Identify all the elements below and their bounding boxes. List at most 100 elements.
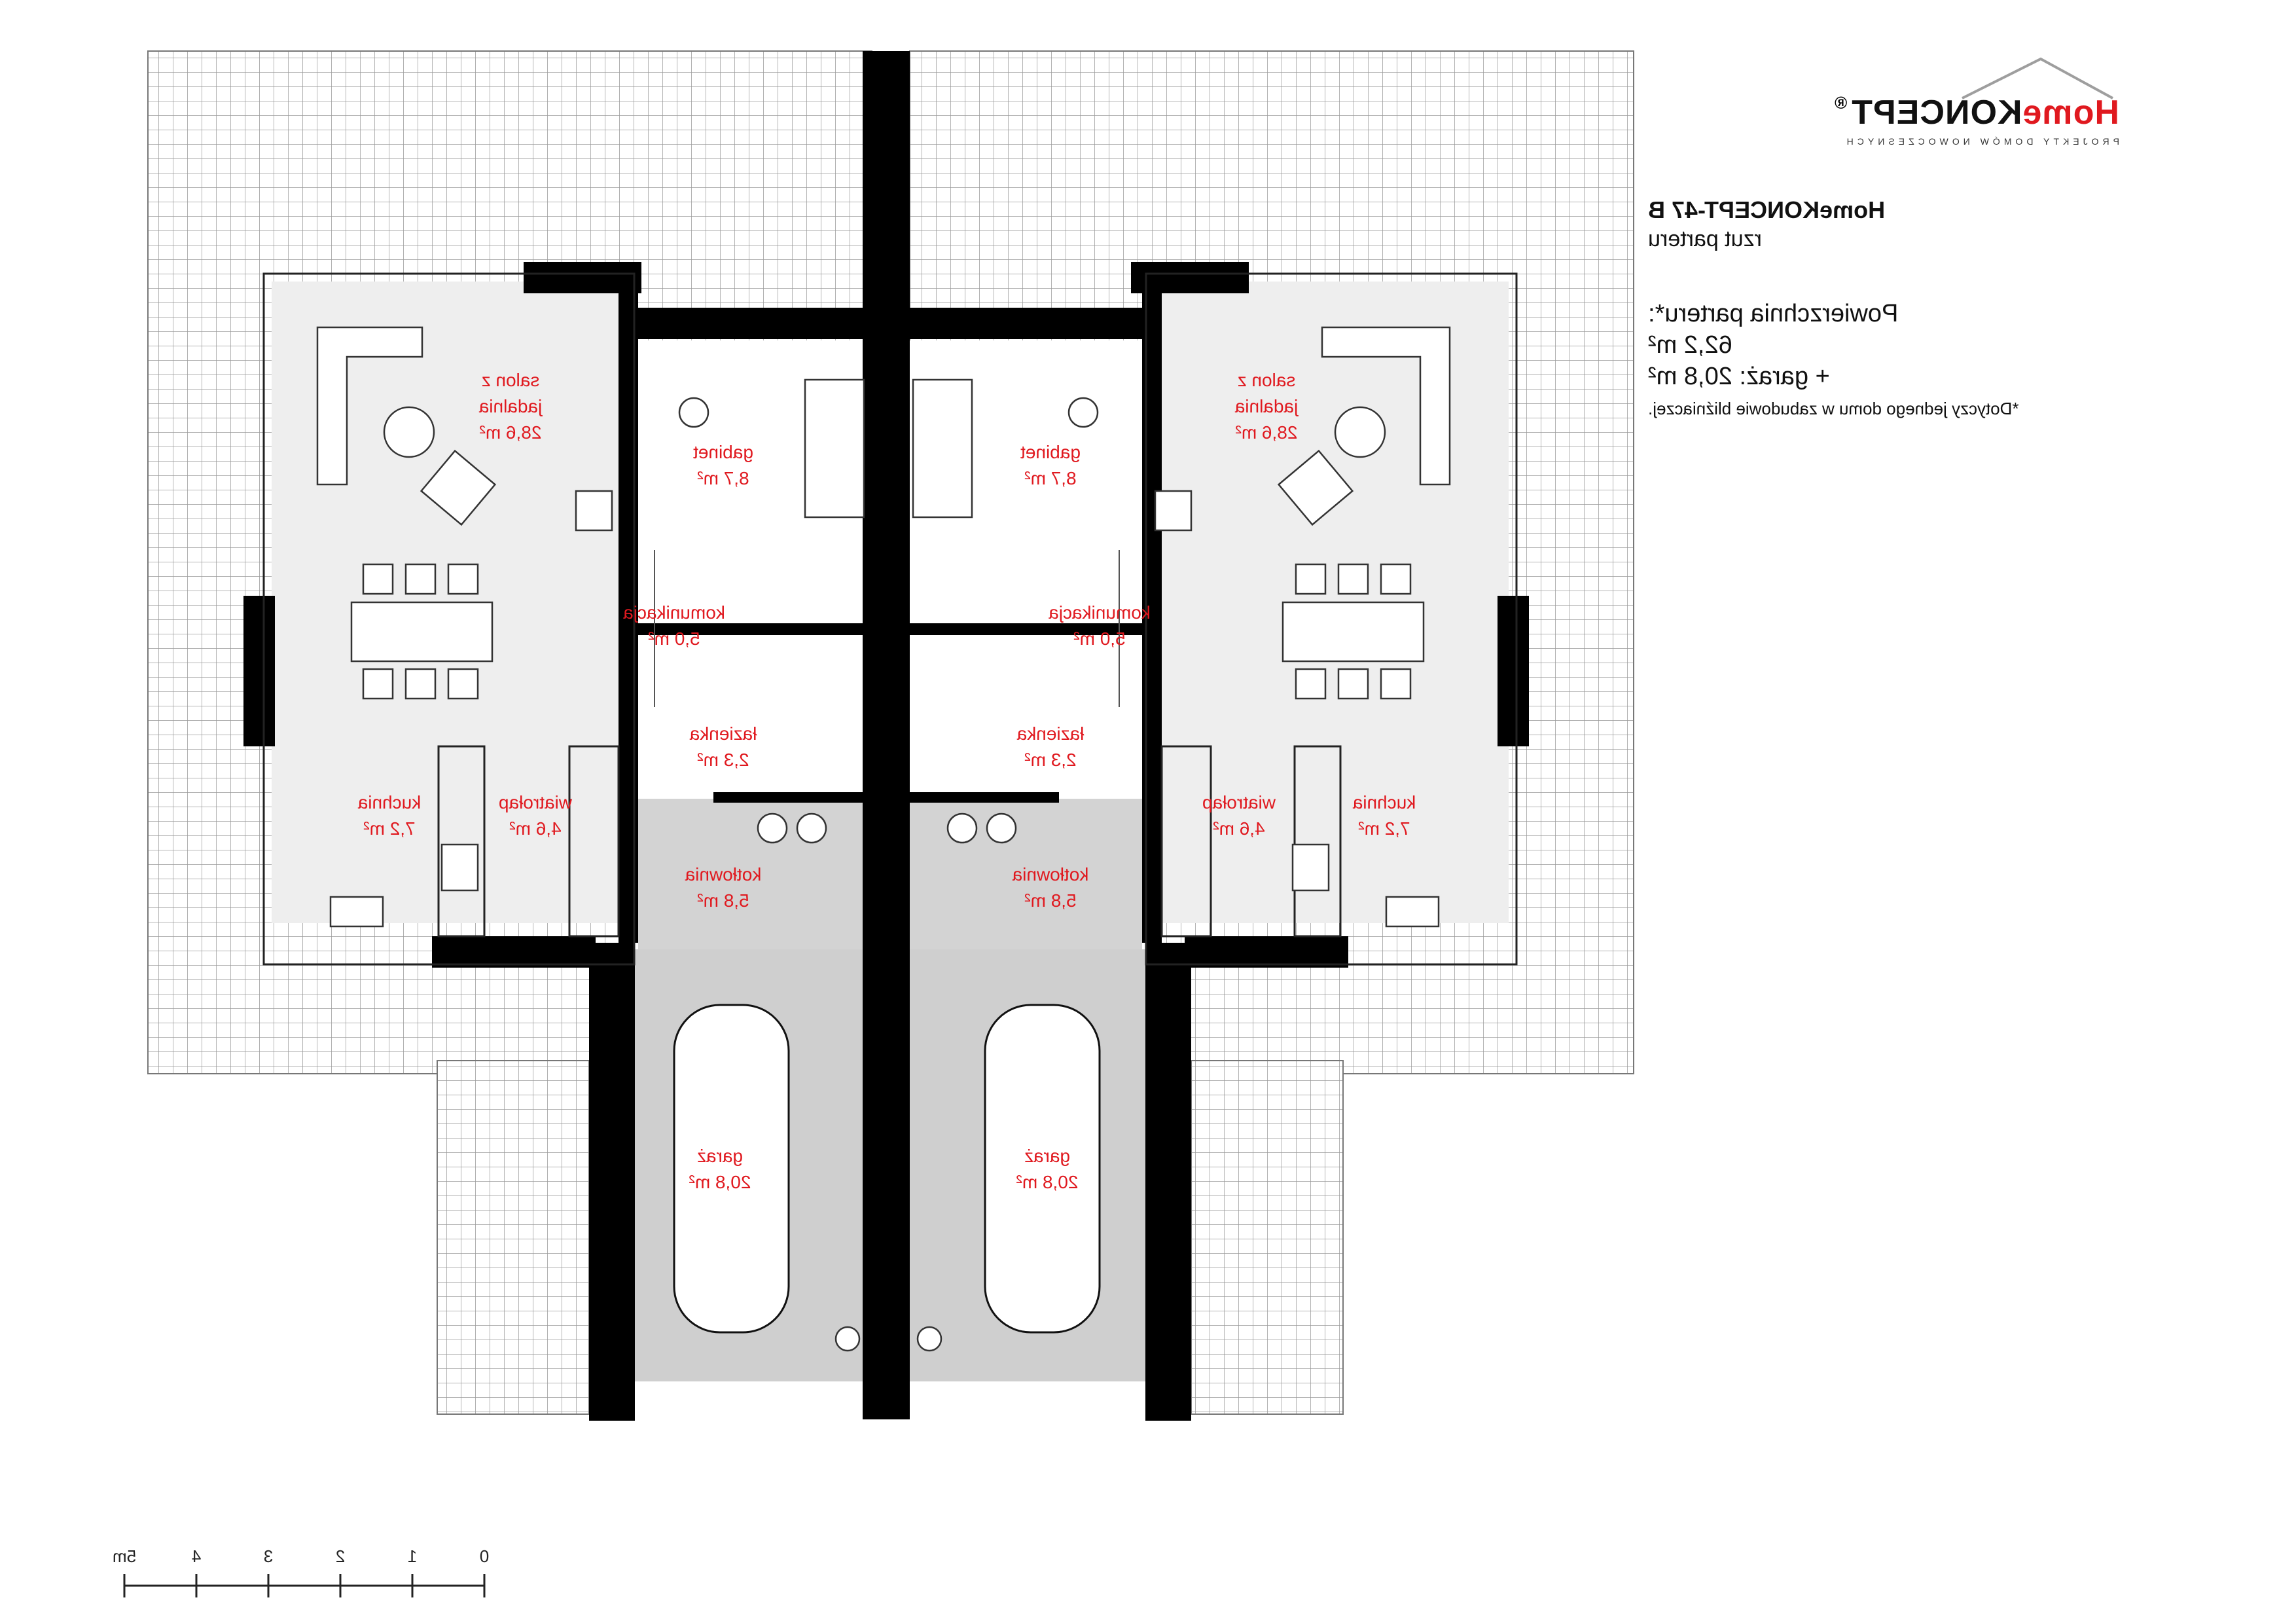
room-label-right-2: komunikacja 5,0 m²	[1049, 602, 1151, 649]
chair-right-5	[1337, 668, 1369, 700]
kitchen-counter-left	[437, 745, 486, 938]
scale-tick-label: 0	[480, 1546, 489, 1566]
wall-left-garage	[589, 943, 635, 1421]
porch-grid-left	[437, 1060, 590, 1415]
chair-left-2	[404, 563, 437, 595]
bed-right	[912, 378, 973, 519]
dining-table-left	[350, 601, 493, 663]
room-label-line: 20,8 m²	[689, 1172, 751, 1192]
hob-left	[440, 843, 479, 892]
room-label-left-5: wiatrołap 4,6 m²	[499, 792, 573, 839]
fireplace-left	[575, 490, 613, 532]
chair-left-6	[447, 668, 479, 700]
area-label: Powierzchnia parteru*:	[1648, 300, 1899, 327]
project-name: HomeKONCEPT-47 B	[1648, 196, 1886, 223]
fireplace-right	[1154, 490, 1193, 532]
room-label-line: gabinet	[1020, 442, 1081, 462]
room-label-line: 28,6 m²	[1236, 422, 1298, 443]
room-label-line: 2,3 m²	[697, 750, 749, 770]
hob-right	[1291, 843, 1330, 892]
garage-area: + garaż: 20,8 m²	[1648, 363, 1830, 390]
room-label-line: łazienka	[689, 723, 757, 744]
room-label-right-5: wiatrołap 4,6 m²	[1202, 792, 1276, 839]
sink-right	[1385, 896, 1440, 928]
wall-right-garage-top	[1185, 936, 1348, 968]
room-label-line: 5,0 m²	[648, 629, 700, 649]
room-label-line: gabinet	[693, 442, 753, 462]
furniture-left	[316, 326, 865, 1352]
room-label-line: garaż	[1024, 1146, 1070, 1166]
room-label-line: kuchnia	[1352, 792, 1416, 812]
armchair-right	[1277, 449, 1354, 526]
room-label-line: salon z	[482, 370, 540, 390]
wall-right-bath	[910, 792, 1059, 803]
sink-left	[329, 896, 384, 928]
room-label-line: 2,3 m²	[1024, 750, 1076, 770]
walls	[243, 51, 1529, 1421]
room-label-line: komunikacja	[623, 602, 725, 623]
room-label-right-7: garaż 20,8 m²	[1016, 1146, 1079, 1192]
cars	[673, 1004, 1101, 1334]
desk-chair-right	[1067, 397, 1099, 428]
thin-walls	[262, 272, 1518, 966]
side-table-left	[383, 406, 435, 458]
scale-tick-label: 4	[192, 1546, 201, 1566]
car-right-icon	[984, 1004, 1101, 1334]
chair-right-6	[1380, 668, 1412, 700]
chair-left-1	[362, 563, 394, 595]
room-label-line: kotłownia	[1012, 864, 1088, 884]
car-left-icon	[673, 1004, 790, 1334]
room-label-line: 20,8 m²	[1016, 1172, 1079, 1192]
wall-left-mid	[638, 623, 863, 635]
chair-right-4	[1295, 668, 1327, 700]
room-label-left-2: komunikacja 5,0 m²	[623, 602, 725, 649]
bed-left	[804, 378, 865, 519]
wall-right-side	[1498, 596, 1529, 746]
dining-table-right	[1282, 601, 1425, 663]
scale-tick-label: 2	[336, 1546, 345, 1566]
room-label-line: 5,0 m²	[1073, 629, 1125, 649]
room-label-line: 4,6 m²	[509, 818, 561, 839]
logo-roof-icon	[1962, 57, 2113, 100]
wall-left-garage-top	[432, 936, 596, 968]
room-label-right-4: kuchnia 7,2 m²	[1352, 792, 1416, 839]
kitchen-counter-right	[1293, 745, 1342, 938]
room-label-line: komunikacja	[1049, 602, 1151, 623]
chair-right-3	[1380, 563, 1412, 595]
room-label-line: 7,2 m²	[1358, 818, 1410, 839]
room-label-line: łazienka	[1016, 723, 1084, 744]
house-outline-left	[262, 272, 636, 966]
boiler-left-1	[757, 812, 788, 844]
wall-right-garage	[1145, 943, 1191, 1421]
chair-right-2	[1337, 563, 1369, 595]
room-label-line: wiatrołap	[1202, 792, 1276, 812]
room-label-line: 4,6 m²	[1213, 818, 1265, 839]
room-label-line: wiatrołap	[499, 792, 573, 812]
wall-left-side	[243, 596, 275, 746]
area-note: *Dotyczy jednego domu w zabudowie bliźni…	[1648, 399, 2019, 418]
room-label-line: 8,7 m²	[697, 468, 749, 488]
scale-tick-label: 3	[264, 1546, 273, 1566]
sofa-right	[1321, 326, 1451, 486]
porch-grid-right	[1191, 1060, 1344, 1415]
armchair-left	[420, 449, 497, 526]
chair-left-5	[404, 668, 437, 700]
area-value: 62,2 m²	[1648, 331, 1732, 359]
room-label-left-3: łazienka 2,3 m²	[689, 723, 757, 770]
wall-left-hall-top	[619, 308, 863, 339]
room-label-line: 5,8 m²	[1024, 890, 1076, 911]
boiler-left-2	[796, 812, 827, 844]
furniture-right	[912, 326, 1451, 1352]
project-info: HomeKONCEPT-47 B rzut parteru Powierzchn…	[1648, 98, 2237, 419]
floor-drain-right	[916, 1326, 942, 1352]
room-label-right-6: kotłownia 5,8 m²	[1012, 864, 1088, 911]
vestibule-right	[1160, 745, 1212, 938]
room-label-left-1: gabinet 8,7 m²	[693, 442, 753, 488]
